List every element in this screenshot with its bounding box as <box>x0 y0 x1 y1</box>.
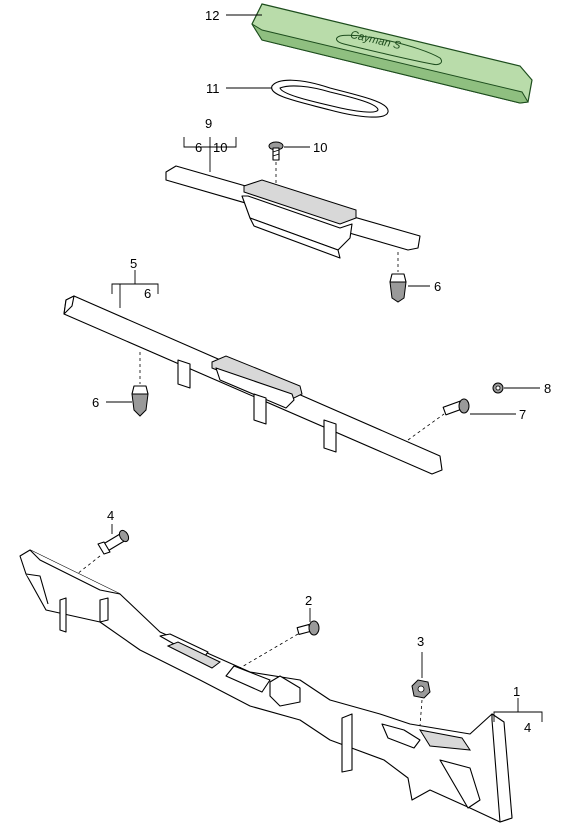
part-4-pin[interactable] <box>97 529 130 555</box>
callout-6-under-9: 6 <box>195 140 202 155</box>
part-6-clip-left[interactable] <box>131 385 149 417</box>
part-2-screw[interactable] <box>296 620 320 636</box>
callout-6-upper: 6 <box>434 279 441 294</box>
callout-12: 12 <box>205 8 219 23</box>
callout-3: 3 <box>417 634 424 649</box>
callout-11: 11 <box>206 81 220 96</box>
dash-7 <box>407 413 445 441</box>
callout-7: 7 <box>519 407 526 422</box>
part-6-clip-upper[interactable] <box>389 273 407 303</box>
callout-10-under-9: 10 <box>213 140 227 155</box>
callout-4-under-1: 4 <box>524 720 531 735</box>
callout-4: 4 <box>107 508 114 523</box>
callout-8: 8 <box>544 381 551 396</box>
part-7-bolt[interactable] <box>442 398 470 416</box>
callout-9: 9 <box>205 116 212 131</box>
part-3-nut[interactable] <box>411 679 431 699</box>
callout-6-under-5: 6 <box>144 286 151 301</box>
callout-2: 2 <box>305 593 312 608</box>
part-5-trim-panel[interactable] <box>63 295 443 475</box>
part-11-gasket[interactable] <box>271 79 389 118</box>
callout-5: 5 <box>130 256 137 271</box>
part-1-carrier[interactable] <box>19 549 513 823</box>
callout-1: 1 <box>513 684 520 699</box>
callout-6-left: 6 <box>92 395 99 410</box>
dash-2 <box>239 633 299 669</box>
part-12-sill-trim[interactable]: Cayman S <box>251 3 533 104</box>
part-10-screw[interactable] <box>268 141 284 161</box>
part-9-handle-bracket[interactable] <box>165 165 421 259</box>
callout-10: 10 <box>313 140 327 155</box>
dash-3 <box>419 699 423 727</box>
part-8-nut[interactable] <box>492 382 504 394</box>
